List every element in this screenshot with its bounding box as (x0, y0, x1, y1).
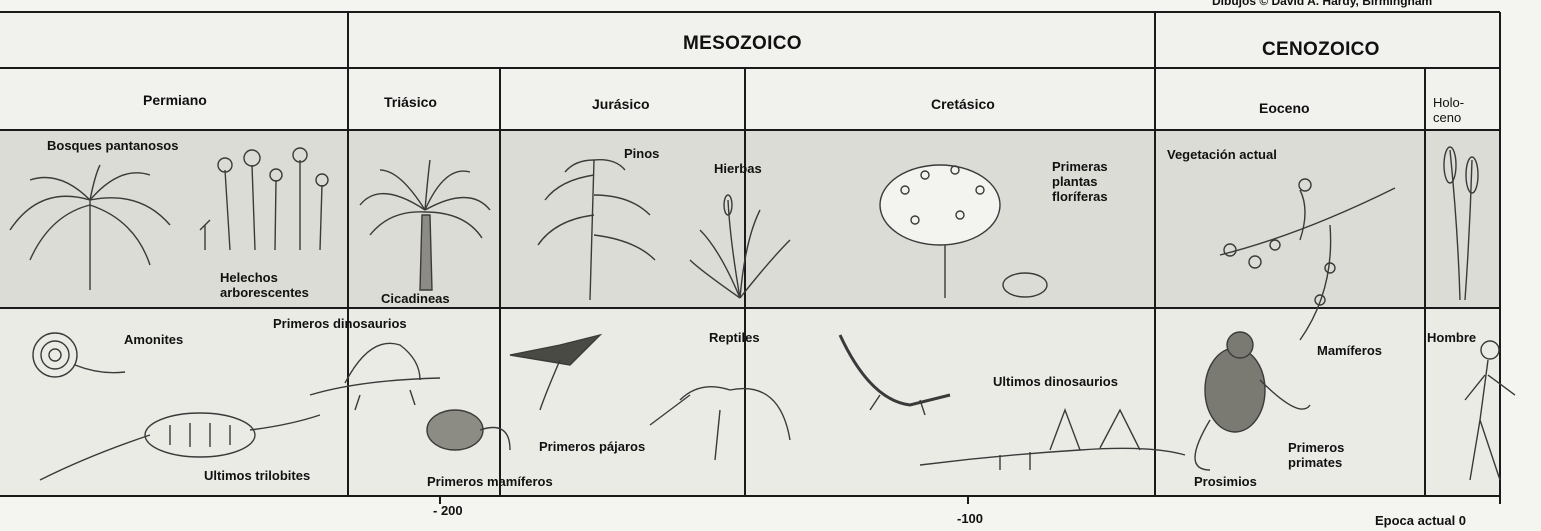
era-mesozoic: MESOZOICO (683, 33, 802, 54)
swamp-forest-illustration (199, 147, 329, 251)
tick-minus-100: -100 (957, 511, 984, 526)
trilobite-illustration (39, 412, 321, 481)
flowering-tree-illustration (879, 164, 1048, 298)
wheat-illustration (1443, 146, 1479, 301)
archaeopteryx-illustration (649, 386, 791, 461)
label-man: Hombre (1427, 330, 1477, 345)
sail-reptile-illustration (309, 342, 441, 411)
pterosaur-illustration (509, 333, 603, 411)
monkey-illustration (1194, 331, 1311, 471)
period-triassic: Triásico (384, 94, 437, 110)
label-pines: Pinos (624, 146, 660, 161)
image-credit: Dibujos © David A. Hardy, Birmingham (1212, 0, 1433, 8)
modern-vegetation-illustration (1219, 178, 1396, 341)
period-eocene: Eoceno (1259, 100, 1310, 116)
label-reptiles: Reptiles (709, 330, 760, 345)
tick-minus-200: - 200 (433, 503, 463, 518)
plant-band (0, 130, 1500, 308)
era-cenozoic: CENOZOICO (1262, 39, 1380, 60)
label-modern-vegetation: Vegetación actual (1167, 147, 1277, 162)
label-last-trilobites: Ultimos trilobites (204, 468, 311, 483)
tick-present: Epoca actual 0 (1375, 513, 1467, 528)
label-grasses: Hierbas (714, 161, 762, 176)
ammonite-illustration (32, 332, 126, 378)
dinosaur-skeleton-illustration (919, 408, 1186, 470)
label-first-primates: Primeros primates (1288, 440, 1345, 470)
tree-fern-illustration (9, 164, 171, 290)
label-prosimians: Prosimios (1194, 474, 1257, 489)
label-first-mammals: Primeros mamíferos (427, 474, 553, 489)
label-first-dinosaurs: Primeros dinosaurios (273, 316, 407, 331)
pine-illustration (537, 159, 656, 301)
label-mammals: Mamíferos (1317, 343, 1383, 358)
man-illustration (1464, 340, 1516, 481)
label-cycads: Cicadineas (381, 291, 450, 306)
grass-illustration (689, 194, 791, 299)
early-mammal-illustration (426, 409, 511, 451)
label-last-dinosaurs: Ultimos dinosaurios (993, 374, 1118, 389)
period-holocene: Holo- ceno (1433, 95, 1465, 125)
cycad-illustration (359, 159, 491, 291)
timeline-ticks (439, 496, 1501, 504)
grid-lines (0, 11, 1501, 497)
label-tree-ferns: Helechos arborescentes (220, 270, 309, 300)
period-jurassic: Jurásico (592, 96, 650, 112)
label-first-flowering-plants: Primeras plantas floríferas (1052, 159, 1108, 204)
period-permian: Permiano (143, 92, 207, 108)
header-band (0, 12, 1500, 130)
crocodile-illustration (838, 334, 951, 416)
period-cretaceous: Cretásico (931, 96, 995, 112)
label-first-birds: Primeros pájaros (539, 439, 646, 454)
label-swamp-forests: Bosques pantanosos (47, 138, 179, 153)
label-ammonites: Amonites (124, 332, 184, 347)
